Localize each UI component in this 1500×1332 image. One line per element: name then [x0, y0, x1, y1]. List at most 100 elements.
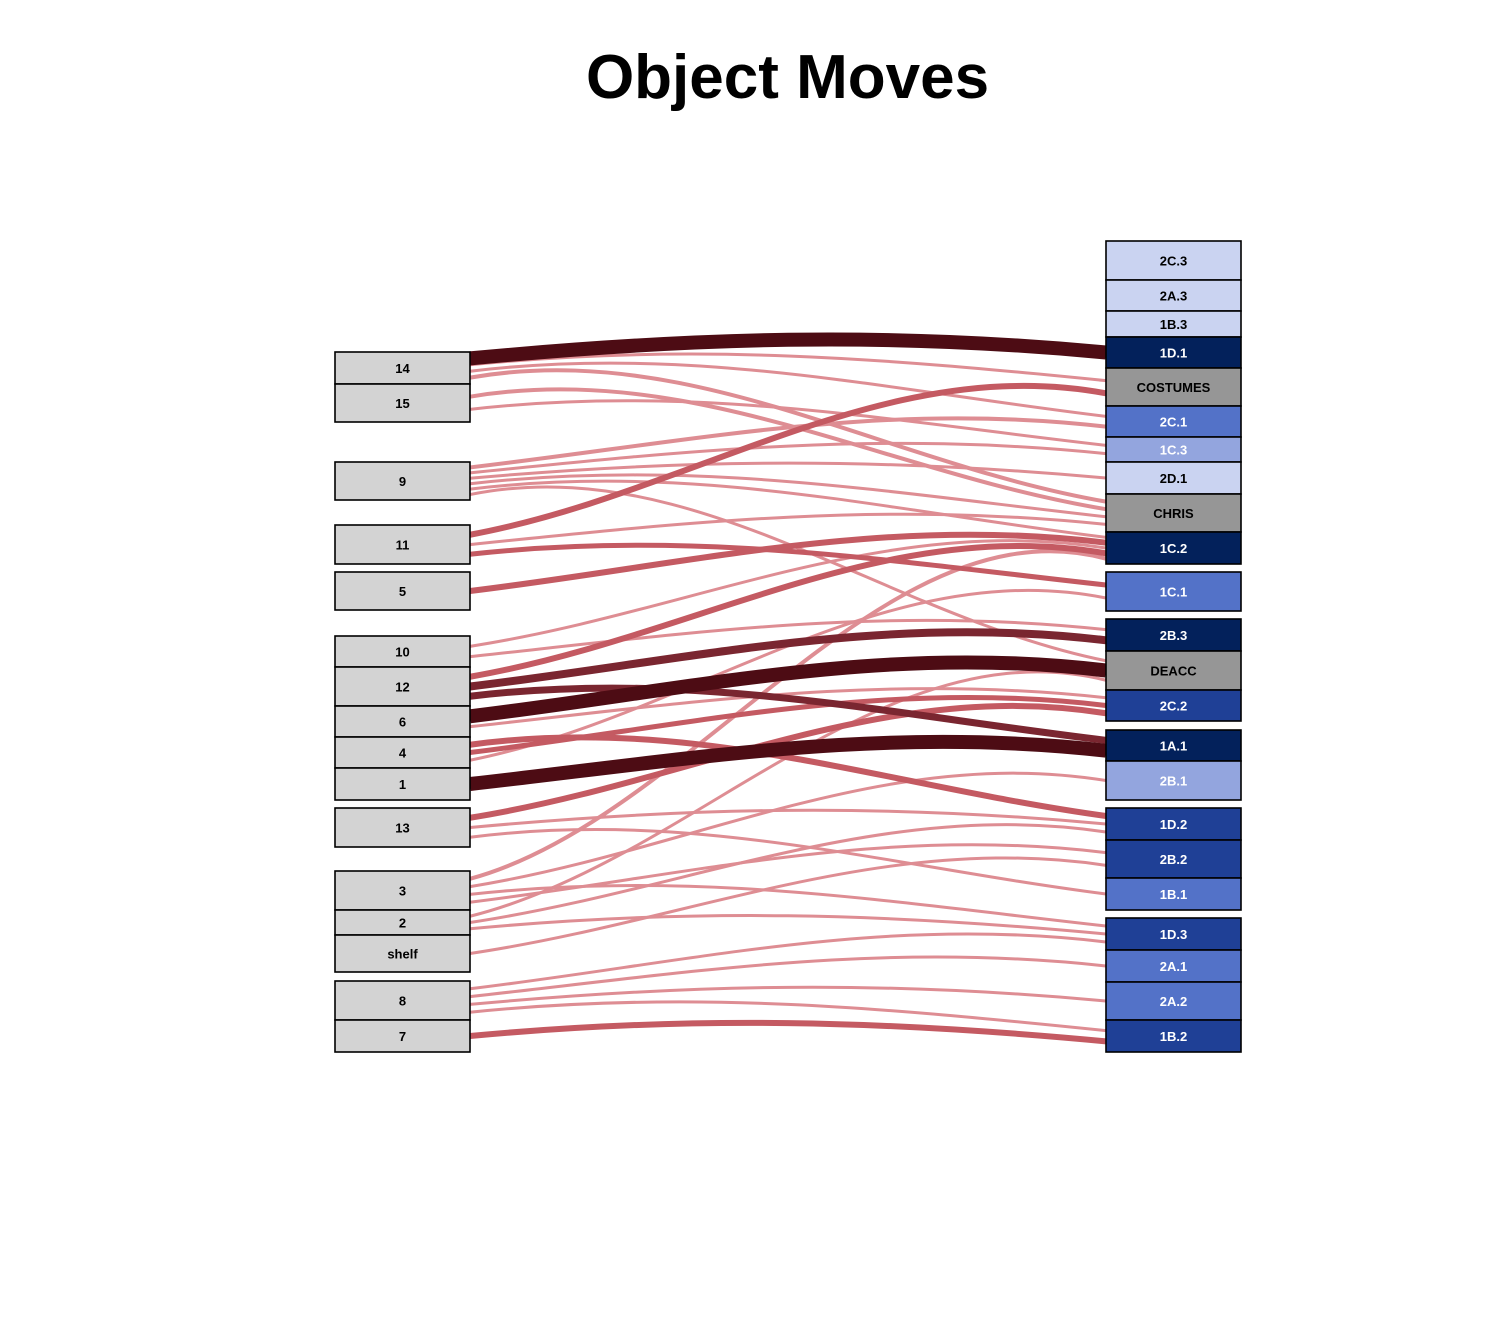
target-node-1c-3-label: 1C.3	[1160, 443, 1187, 458]
target-node-2c-3: 2C.3	[1105, 240, 1242, 281]
source-node-11-label: 11	[396, 538, 410, 553]
target-node-1c-1: 1C.1	[1105, 571, 1242, 612]
link-6-to-2c-2	[469, 687, 1107, 729]
source-node-8-label: 8	[399, 994, 406, 1009]
target-node-chris: CHRIS	[1105, 493, 1242, 533]
source-node-12-label: 12	[395, 680, 409, 695]
target-node-2a-2: 2A.2	[1105, 981, 1242, 1021]
target-node-costumes-label: COSTUMES	[1137, 380, 1211, 395]
source-node-13: 13	[334, 807, 471, 848]
target-node-chris-label: CHRIS	[1153, 506, 1194, 521]
link-10-to-2b-3	[469, 618, 1107, 659]
target-node-2a-1-box	[1105, 949, 1242, 983]
target-node-2d-1-box	[1105, 461, 1242, 495]
source-node-14-box	[334, 351, 471, 385]
source-node-7: 7	[334, 1019, 471, 1053]
link-9-to-2d-1	[469, 461, 1107, 480]
link-13-to-2c-2	[469, 702, 1107, 821]
link-shelf-to-2b-2	[469, 856, 1107, 955]
source-node-3: 3	[334, 870, 471, 911]
source-node-10-label: 10	[395, 645, 409, 660]
source-node-8: 8	[334, 980, 471, 1021]
source-node-1-box	[334, 767, 471, 801]
source-node-10-box	[334, 635, 471, 668]
target-node-costumes: COSTUMES	[1105, 367, 1242, 407]
link-2-to-1d-3	[469, 914, 1107, 936]
source-node-12-box	[334, 666, 471, 707]
source-node-4-label: 4	[399, 746, 407, 761]
target-node-1b-1: 1B.1	[1105, 877, 1242, 911]
target-node-1d-1-label: 1D.1	[1160, 346, 1187, 361]
link-1-to-1a-1	[469, 734, 1107, 791]
target-node-1d-3: 1D.3	[1105, 917, 1242, 951]
link-13-to-1d-2	[469, 808, 1107, 829]
link-14-to-1d-1	[469, 332, 1107, 366]
target-node-2a-2-box	[1105, 981, 1242, 1021]
target-node-2c-1-box	[1105, 405, 1242, 438]
link-7-to-1b-2	[469, 1019, 1107, 1045]
link-2-to-1d-2	[469, 823, 1107, 924]
source-node-14-label: 14	[395, 361, 410, 376]
link-8-to-2a-2	[469, 985, 1107, 1006]
source-node-12: 12	[334, 666, 471, 707]
target-node-1d-3-box	[1105, 917, 1242, 951]
target-node-2a-3-box	[1105, 279, 1242, 312]
target-node-chris-box	[1105, 493, 1242, 533]
target-node-2d-1: 2D.1	[1105, 461, 1242, 495]
target-node-1b-2: 1B.2	[1105, 1019, 1242, 1053]
target-node-2a-1-label: 2A.1	[1160, 959, 1187, 974]
target-node-1c-3: 1C.3	[1105, 436, 1242, 463]
target-node-2b-1-box	[1105, 760, 1242, 801]
target-node-2b-2-label: 2B.2	[1160, 852, 1187, 867]
target-node-1b-1-label: 1B.1	[1160, 887, 1187, 902]
target-node-1a-1-box	[1105, 729, 1242, 762]
source-node-3-label: 3	[399, 884, 406, 899]
target-node-2c-1: 2C.1	[1105, 405, 1242, 438]
source-node-5-box	[334, 571, 471, 611]
source-node-3-box	[334, 870, 471, 911]
target-node-1c-1-label: 1C.1	[1160, 585, 1187, 600]
link-9-to-1c-3	[469, 441, 1107, 475]
target-node-1a-1-label: 1A.1	[1160, 739, 1187, 754]
target-node-1d-3-label: 1D.3	[1160, 927, 1187, 942]
link-10-to-1c-2	[469, 539, 1107, 648]
link-12-to-1c-2	[469, 543, 1107, 680]
source-node-1-label: 1	[399, 777, 406, 792]
source-node-2-label: 2	[399, 916, 406, 931]
link-9-to-1c-2	[469, 479, 1107, 539]
link-11-to-1c-1	[469, 542, 1107, 588]
source-node-9-box	[334, 461, 471, 501]
source-node-4: 4	[334, 736, 471, 769]
link-12-to-1a-1	[469, 684, 1107, 744]
target-node-2c-3-label: 2C.3	[1160, 254, 1187, 269]
target-node-1c-2: 1C.2	[1105, 531, 1242, 565]
target-node-2a-3: 2A.3	[1105, 279, 1242, 312]
source-node-7-label: 7	[399, 1029, 406, 1044]
link-9-to-2c-1	[469, 416, 1107, 470]
target-node-2b-3: 2B.3	[1105, 618, 1242, 652]
source-node-15-label: 15	[395, 396, 409, 411]
link-11-to-costumes	[469, 382, 1107, 538]
target-node-1c-2-label: 1C.2	[1160, 541, 1187, 556]
link-14-to-costumes	[469, 352, 1107, 383]
link-3-to-1d-3	[469, 883, 1107, 928]
target-node-2b-3-label: 2B.3	[1160, 628, 1187, 643]
link-6-to-deacc	[469, 655, 1107, 724]
target-node-1c-2-box	[1105, 531, 1242, 565]
link-3-to-2b-2	[469, 843, 1107, 904]
link-13-to-1b-1	[469, 827, 1107, 896]
source-node-11-box	[334, 524, 471, 565]
links-layer	[469, 332, 1107, 1045]
target-node-1b-3-box	[1105, 310, 1242, 338]
target-node-2c-2-box	[1105, 689, 1242, 722]
target-node-deacc: DEACC	[1105, 650, 1242, 691]
target-node-2b-2: 2B.2	[1105, 839, 1242, 879]
source-node-2: 2	[334, 909, 471, 936]
link-11-to-chris	[469, 512, 1107, 546]
target-node-2a-1: 2A.1	[1105, 949, 1242, 983]
source-node-6-label: 6	[399, 715, 406, 730]
source-node-4-box	[334, 736, 471, 769]
link-8-to-1b-2	[469, 1000, 1107, 1033]
